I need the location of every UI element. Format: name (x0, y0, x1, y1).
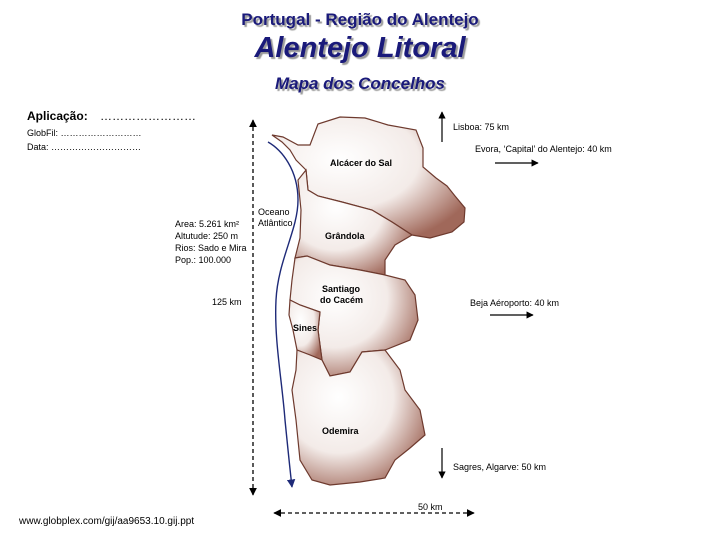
width-dimension-label: 50 km (418, 502, 443, 512)
footer-url: www.globplex.com/gij/aa9653.10.gij.ppt (19, 516, 195, 527)
label-alcacer-do-sal: Alcácer do Sal (330, 158, 393, 168)
map-subtitle: Mapa dos Concelhos (274, 74, 446, 93)
label-grandola: Grândola (325, 231, 365, 241)
application-label: Aplicação: (27, 109, 88, 123)
height-dimension-label: 125 km (212, 297, 242, 307)
region-grandola (294, 168, 414, 276)
label-odemira: Odemira (322, 426, 359, 436)
stat-area: Area: 5.261 km² (175, 219, 240, 229)
ocean-label-line2: Atlântico (258, 218, 293, 228)
label-sines: Sines (293, 323, 318, 333)
stat-rivers: Rios: Sado e Mira (175, 243, 247, 253)
stat-altitude: Altutude: 250 m (175, 231, 239, 241)
date-line: Data: ………………………… (27, 142, 142, 152)
map-title-main: Alentejo Litoral (254, 32, 466, 64)
label-santiago-line2: do Cacém (320, 295, 364, 305)
coastline-arrow (267, 141, 299, 488)
distance-evora: Evora, ‘Capital’ do Alentejo: 40 km (475, 144, 612, 154)
globfil-line: GlobFil: ……………………… (27, 128, 142, 138)
region-odemira (291, 349, 426, 486)
ocean-label-line1: Oceano (258, 207, 290, 217)
stat-population: Pop.: 100.000 (175, 255, 232, 265)
region-stats: Area: 5.261 km² Altutude: 250 m Rios: Sa… (175, 218, 247, 266)
application-placeholder: …………………… (100, 109, 196, 123)
distance-beja: Beja Aéroporto: 40 km (470, 298, 560, 308)
map-title-region: Portugal - Região do Alentejo (241, 10, 479, 29)
distance-sagres: Sagres, Algarve: 50 km (453, 462, 547, 472)
label-santiago-line1: Santiago (322, 284, 361, 294)
distance-lisboa: Lisboa: 75 km (453, 122, 510, 132)
